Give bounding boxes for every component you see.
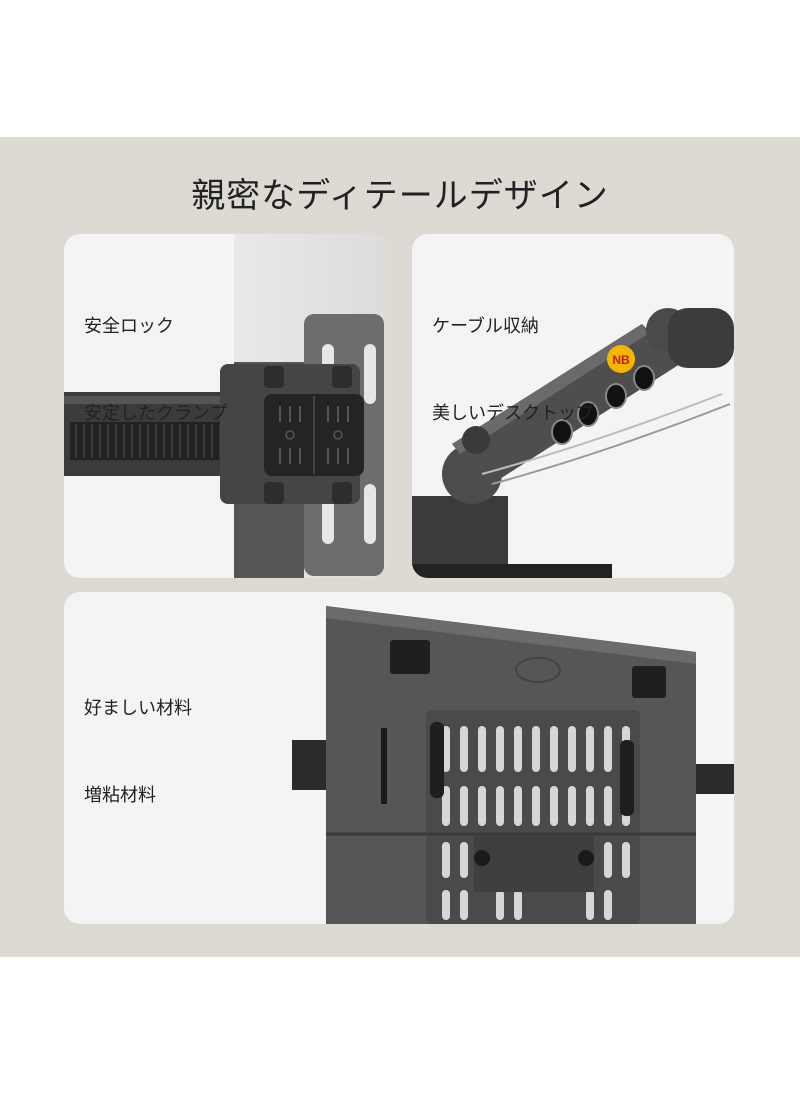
card-caption: 安全ロック 安定したクランプ (84, 254, 227, 486)
caption-line-2: 増粘材料 (84, 785, 156, 806)
feature-card-safety-lock: 安全ロック 安定したクランプ (64, 234, 386, 578)
caption-line-1: 好ましい材料 (84, 698, 192, 719)
card-caption: ケーブル収納 美しいデスクトップ (432, 254, 594, 486)
caption-line-1: ケーブル収納 (432, 316, 539, 337)
clamp-lock-photo (64, 234, 386, 578)
gas-spring-arm-photo: NB (412, 308, 734, 578)
feature-card-material: 好ましい材料 増粘材料 (64, 592, 734, 924)
page-title: 親密なディテールデザイン (191, 176, 609, 216)
caption-line-1: 安全ロック (84, 316, 174, 337)
card-caption: 好ましい材料 増粘材料 (84, 636, 192, 868)
caption-line-2: 安定したクランプ (84, 403, 228, 424)
caption-line-2: 美しいデスクトップ (432, 403, 594, 424)
brand-logo-text: NB (612, 353, 630, 367)
brand-logo-icon (607, 345, 635, 373)
feature-card-cable-management: ケーブル収納 美しいデスクトップ NB (412, 234, 734, 578)
laptop-tray-photo (292, 606, 734, 924)
